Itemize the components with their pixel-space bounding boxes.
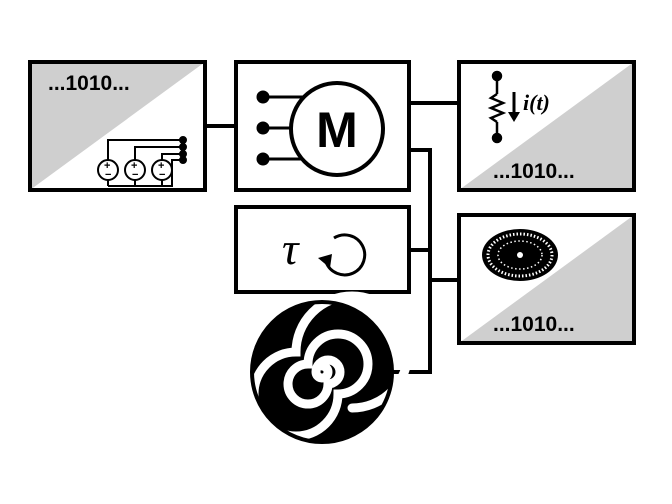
polarity-marks: +− +− +− — [104, 160, 165, 181]
resistor-icon — [487, 70, 507, 144]
current-sensor-label: ...1010... — [493, 160, 575, 183]
encoder-disk-icon — [482, 229, 558, 281]
current-sensor-block: i(t) ...1010... — [457, 60, 636, 192]
torque-symbol: τ — [282, 223, 300, 274]
encoder-block: ...1010... — [457, 213, 636, 345]
svg-text:+: + — [158, 160, 164, 172]
encoder-label: ...1010... — [493, 313, 575, 336]
rotation-arrow-icon — [318, 233, 367, 277]
current-arrow-icon — [508, 92, 520, 122]
spiral-icon — [249, 291, 413, 444]
svg-text:−: − — [105, 169, 111, 181]
svg-text:−: − — [132, 169, 138, 181]
motor-icon — [289, 81, 385, 177]
motor-letter: M — [316, 102, 358, 158]
svg-text:−: − — [159, 169, 165, 181]
current-signal-label: i(t) — [523, 90, 550, 115]
power-source-block: ...1010... +− +− +− — [28, 60, 207, 192]
svg-text:+: + — [131, 160, 137, 172]
svg-text:+: + — [104, 160, 110, 172]
power-source-label: ...1010... — [48, 72, 130, 95]
torque-block: τ — [234, 205, 411, 294]
motor-block: M — [234, 60, 411, 192]
motor-terminals — [256, 90, 304, 166]
connection-wires — [203, 101, 461, 374]
voltage-sources-icon — [97, 136, 187, 187]
